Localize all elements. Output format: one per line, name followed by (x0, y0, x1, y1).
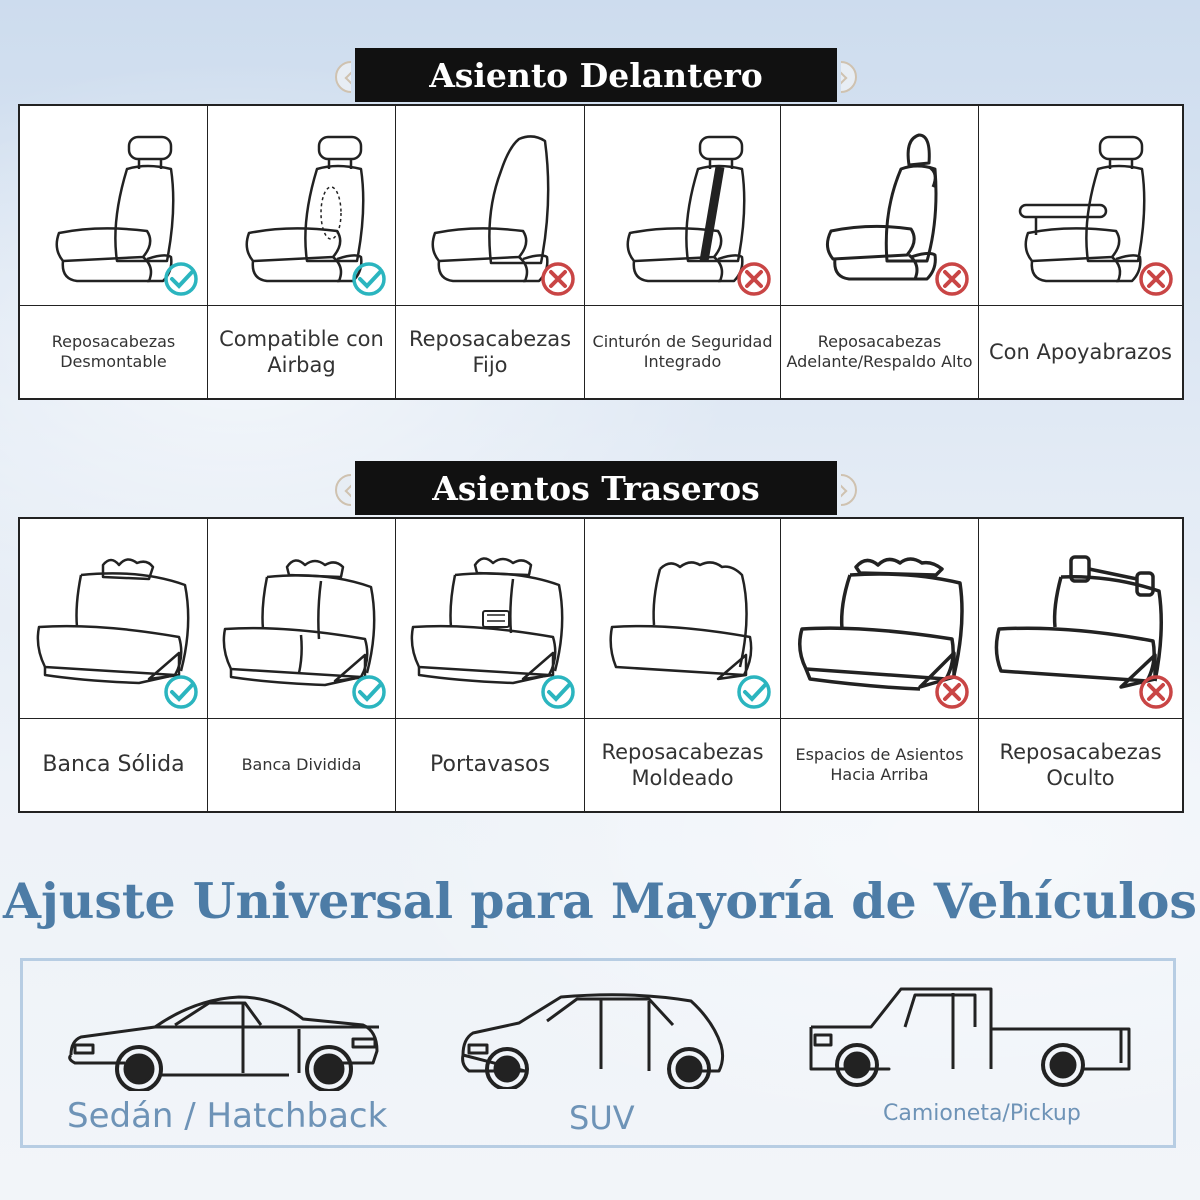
check-badge-icon (541, 675, 575, 709)
front-seat-image-5 (781, 106, 979, 306)
front-seat-banner-text: Asiento Delantero (429, 55, 763, 95)
vehicle-panel: Sedán / Hatchback SUV Camioneta/Pick (20, 958, 1176, 1148)
rear-seat-label-5: Espacios de Asientos Hacia Arriba (781, 719, 979, 811)
rear-seat-banner-text: Asientos Traseros (432, 468, 760, 508)
bench-hidden-headrest-icon (994, 554, 1163, 689)
sedan-vehicle (63, 991, 393, 1095)
rear-seat-image-4 (585, 519, 781, 719)
rear-seat-label-2: Banca Dividida (208, 719, 396, 811)
bench-upright-icon (797, 556, 964, 691)
cross-badge-icon (935, 675, 969, 709)
seat-airbag-icon (245, 135, 364, 282)
bench-split-icon (222, 558, 375, 686)
sedan-icon (68, 995, 379, 1093)
front-seat-label-1: Reposacabezas Desmontable (20, 306, 208, 398)
seat-armrest-icon (1018, 135, 1145, 282)
front-seat-image-3 (396, 106, 585, 306)
suv-label: SUV (569, 1099, 635, 1137)
check-badge-icon (164, 262, 198, 296)
rear-seat-image-2 (208, 519, 396, 719)
bench-cupholder-icon (410, 556, 564, 684)
seat-integrated-belt-icon (626, 135, 745, 282)
cross-badge-icon (541, 262, 575, 296)
bench-solid-icon (36, 557, 189, 684)
pickup-label: Camioneta/Pickup (883, 1101, 1081, 1126)
rear-seat-label-3: Portavasos (396, 719, 585, 811)
rear-seat-label-4: Reposacabezas Moldeado (585, 719, 781, 811)
front-seat-banner: Asiento Delantero (335, 48, 857, 102)
check-badge-icon (737, 675, 771, 709)
cross-badge-icon (737, 262, 771, 296)
pickup-vehicle (805, 983, 1141, 1091)
rear-seat-image-1 (20, 519, 208, 719)
rear-seat-image-6 (979, 519, 1182, 719)
rear-seat-grid: Banca Sólida Banca Dividida Portavasos R… (18, 517, 1184, 813)
check-badge-icon (164, 675, 198, 709)
rear-seat-image-5 (781, 519, 979, 719)
sedan-label: Sedán / Hatchback (67, 1096, 388, 1136)
front-seat-grid: Reposacabezas Desmontable Compatible con… (18, 104, 1184, 400)
check-badge-icon (352, 675, 386, 709)
front-seat-image-2 (208, 106, 396, 306)
front-seat-image-6 (979, 106, 1182, 306)
rear-seat-label-1: Banca Sólida (20, 719, 208, 811)
cross-badge-icon (1139, 675, 1173, 709)
suv-icon (461, 993, 725, 1091)
rear-seat-image-3 (396, 519, 585, 719)
front-seat-label-5: Reposacabezas Adelante/Respaldo Alto (781, 306, 979, 398)
seat-removable-headrest-icon (55, 135, 174, 282)
front-seat-label-3: Reposacabezas Fijo (396, 306, 585, 398)
seat-high-back-icon (825, 133, 937, 280)
page-title: Ajuste Universal para Mayoría de Vehícul… (2, 872, 1198, 930)
front-seat-image-4 (585, 106, 781, 306)
pickup-icon (809, 987, 1131, 1087)
check-badge-icon (352, 262, 386, 296)
bench-molded-headrest-icon (608, 560, 752, 680)
rear-seat-label-6: Reposacabezas Oculto (999, 739, 1162, 790)
rear-seat-banner: Asientos Traseros (335, 461, 857, 515)
suv-vehicle (457, 989, 737, 1093)
front-seat-label-2: Compatible con Airbag (208, 306, 396, 398)
front-seat-label-4: Cinturón de Seguridad Integrado (585, 306, 781, 398)
front-seat-image-1 (20, 106, 208, 306)
cross-badge-icon (1139, 262, 1173, 296)
front-seat-label-6: Con Apoyabrazos (989, 339, 1172, 364)
cross-badge-icon (935, 262, 969, 296)
